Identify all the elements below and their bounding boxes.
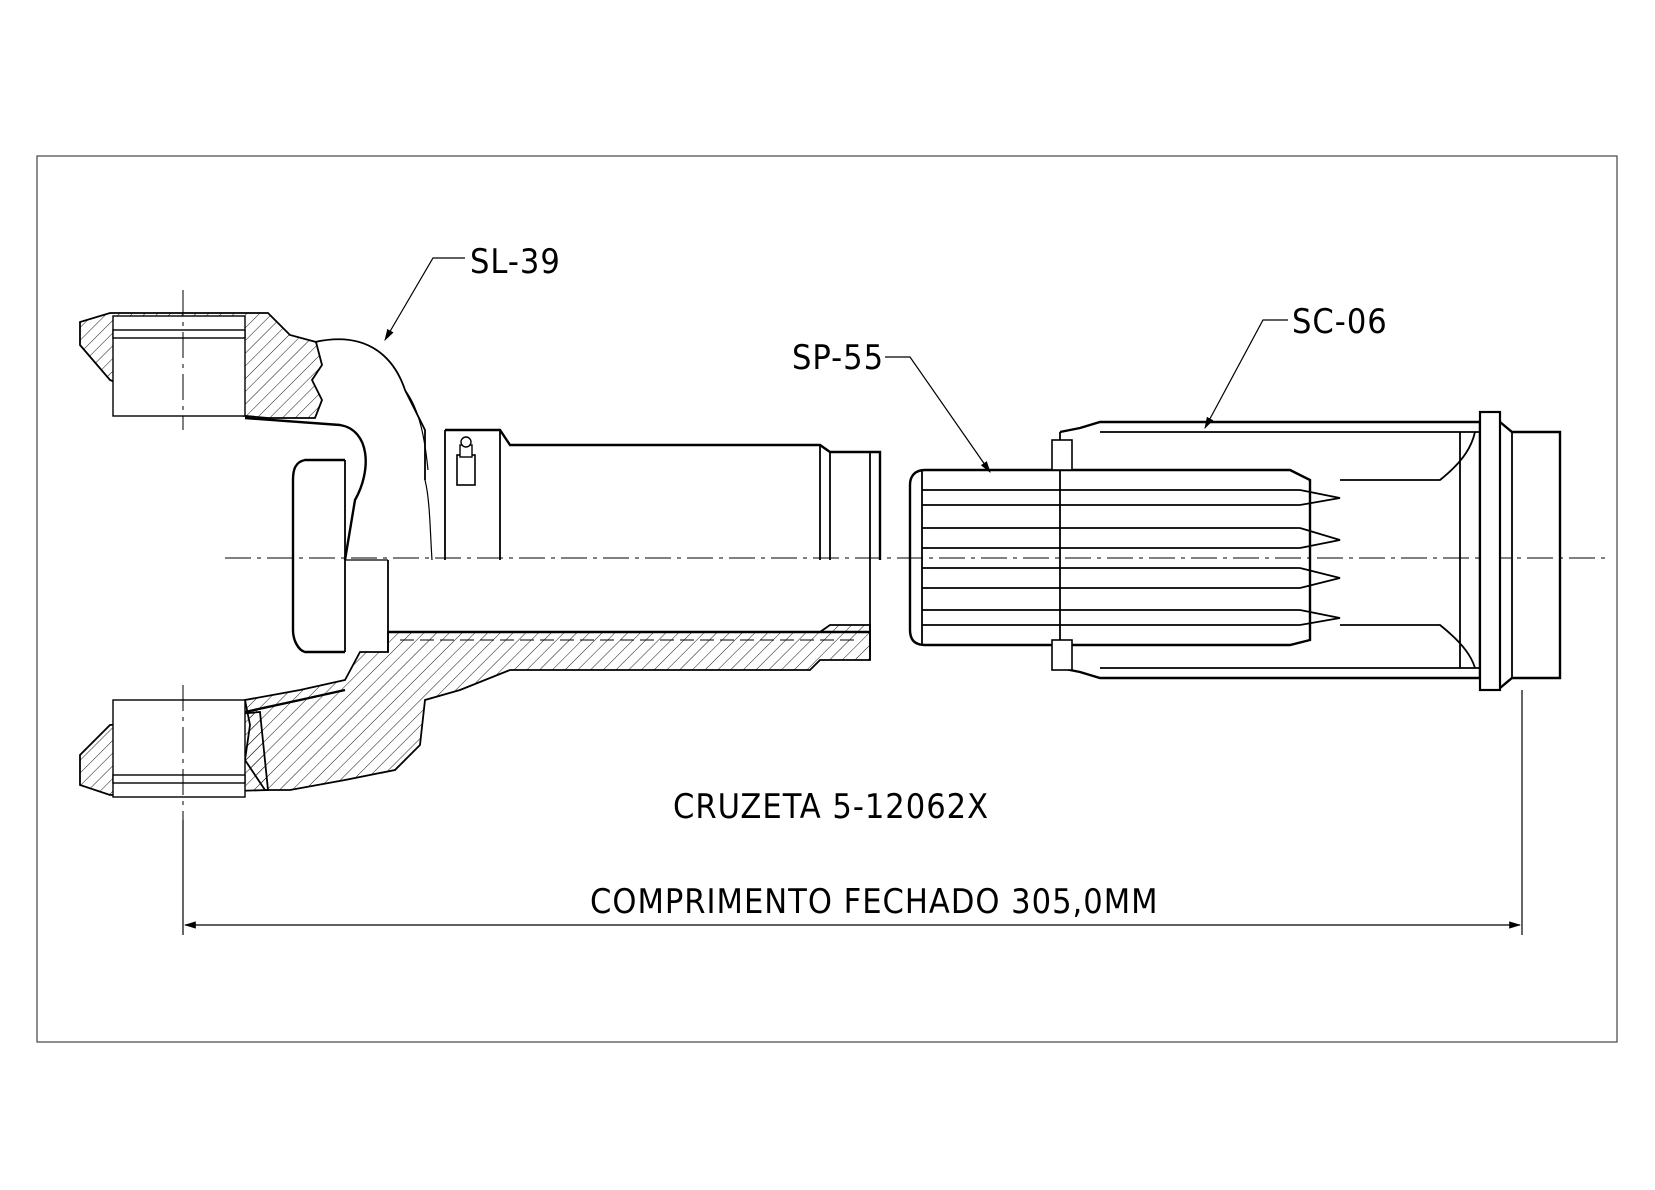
sleeve-sc06 <box>1051 410 1562 692</box>
leader-sp55 <box>885 356 991 473</box>
label-sp55: SP-55 <box>792 338 884 378</box>
spline-shaft-sp55 <box>908 468 1341 647</box>
yoke-journal <box>291 458 345 654</box>
grease-fitting <box>456 436 476 486</box>
yoke-sl39 <box>79 290 882 820</box>
label-cruzeta: CRUZETA 5-12062X <box>673 787 989 827</box>
label-closed-length: COMPRIMENTO FECHADO 305,0MM <box>590 882 1159 922</box>
label-sc06: SC-06 <box>1292 302 1388 342</box>
drawing-frame <box>36 155 1618 1043</box>
yoke-lower-section <box>243 624 871 791</box>
leader-sl39 <box>384 257 465 342</box>
label-sl39: SL-39 <box>470 242 561 282</box>
leader-sc06 <box>1204 319 1288 430</box>
